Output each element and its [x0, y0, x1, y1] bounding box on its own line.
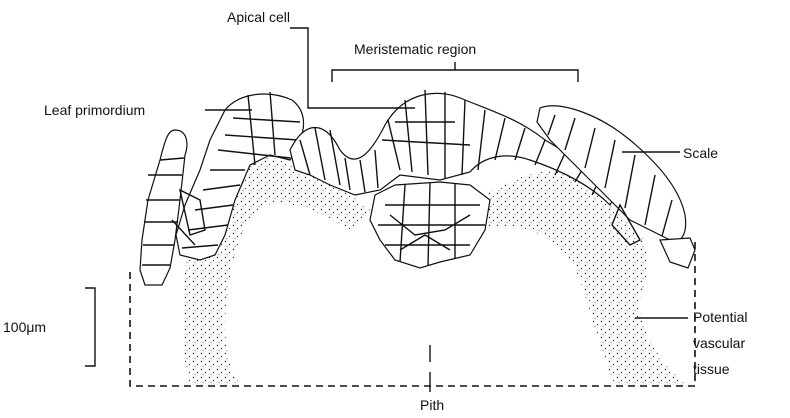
potential-vascular-label-2: vascular: [693, 335, 745, 351]
central-cell-mass: [370, 182, 490, 268]
scale-label: Scale: [683, 145, 718, 161]
potential-vascular-label-3: tissue: [693, 361, 730, 377]
right-edge-cells: [660, 238, 695, 268]
meristematic-region-label: Meristematic region: [354, 41, 476, 57]
pith-label: Pith: [420, 397, 444, 413]
potential-vascular-label-1: Potential: [693, 309, 747, 325]
left-scale: [140, 130, 187, 285]
leaf-primordium-label: Leaf primordium: [44, 102, 145, 118]
scale-bar-label: 100μm: [3, 319, 46, 335]
apical-cell-label: Apical cell: [227, 9, 290, 25]
